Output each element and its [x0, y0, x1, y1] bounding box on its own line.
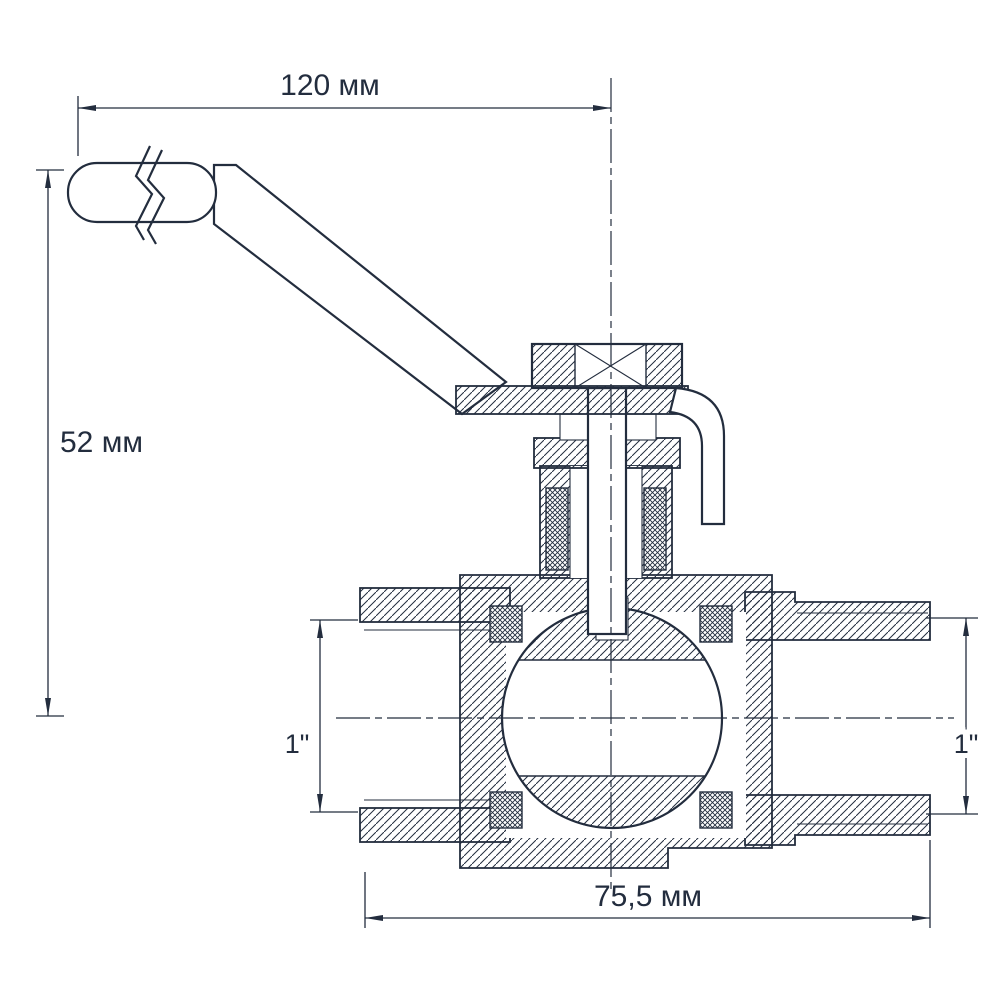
dimension-handle-length: 120 мм: [77, 69, 611, 156]
handle-arm: [212, 163, 508, 416]
dim-label-height: 52 мм: [60, 426, 143, 459]
dim-label-body-length: 75,5 мм: [594, 880, 702, 913]
outlet-wall-bottom: [744, 794, 931, 846]
outlet-wall-top: [744, 591, 931, 641]
dim-label-outlet: 1": [954, 729, 979, 759]
dim-label-handle-length: 120 мм: [280, 69, 380, 102]
inlet-wall-top: [359, 587, 511, 623]
handle-end-hook: [668, 386, 726, 526]
dimension-body-length: 75,5 мм: [364, 840, 931, 928]
ball-seats: [489, 605, 733, 829]
dimension-inlet-size: 1": [280, 619, 358, 813]
lever-handle: [66, 145, 726, 526]
outlet-thread-lines: [797, 612, 928, 825]
inlet-wall-bottom: [359, 807, 511, 843]
ball-bottom-section: [517, 775, 707, 829]
stem-packing: [545, 487, 667, 571]
stem-nut: [530, 342, 684, 390]
stem: [586, 386, 628, 636]
handle-break-lines: [134, 145, 166, 245]
handle-flat: [455, 385, 689, 415]
inlet-thread-lines: [364, 629, 508, 801]
center-lines: [336, 78, 954, 892]
valve-body: [359, 574, 931, 869]
dimension-outlet-size: 1": [926, 617, 983, 815]
dim-label-inlet: 1": [285, 729, 310, 759]
dimension-height: 52 мм: [36, 169, 143, 717]
stem-assembly: [530, 342, 684, 636]
